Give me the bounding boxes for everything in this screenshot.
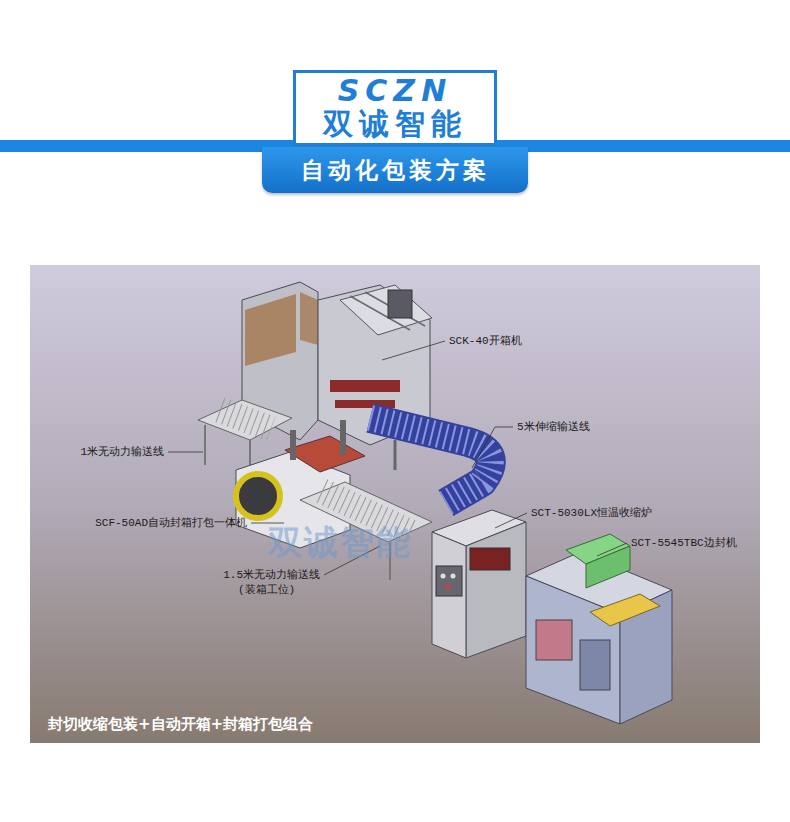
callout-label: 1米无动力输送线 [80, 445, 164, 459]
callout-label: SCK-40开箱机 [449, 334, 522, 348]
leader-line [472, 427, 513, 468]
sealer-door [580, 640, 610, 690]
sealer-post [290, 430, 296, 460]
sealer-belt [285, 436, 365, 472]
control-panel [436, 566, 462, 596]
heading-text: 自动化包装方案 [288, 155, 502, 185]
case-erector-panel [245, 294, 296, 366]
case-erector-panel [300, 292, 318, 345]
callout-label: SCT-5030LX恒温收缩炉 [531, 506, 652, 520]
callout-label: 5米伸缩输送线 [517, 420, 590, 434]
film-box [586, 546, 630, 588]
leader-line [495, 513, 527, 528]
leader-line [168, 452, 203, 453]
case-magazine [340, 285, 432, 335]
leg [394, 440, 397, 470]
callout-label: SCT-5545TBC边封机 [631, 536, 737, 550]
shrink-tunnel-side [466, 522, 526, 658]
leader-line [382, 341, 445, 360]
caption: 封切收缩包装+自动开箱+封箱打包组合 [48, 714, 313, 734]
leader-lines [168, 341, 627, 575]
sealer-window [536, 620, 572, 660]
body-text: 双诚智能 [310, 107, 480, 141]
conveyor-rollers [220, 410, 271, 429]
tunnel-opening [470, 548, 510, 570]
callout-note: (装箱工位) [238, 583, 295, 597]
button [451, 574, 456, 579]
heading-text: SCZN [310, 75, 480, 107]
side-sealer-front [526, 576, 620, 724]
button [446, 585, 451, 590]
control-screen [388, 290, 412, 318]
callout-label: SCF-50AD自动封箱打包一体机 [95, 516, 247, 530]
leader-line [597, 543, 627, 556]
illustration-panel [30, 265, 760, 743]
conveyor-rollers [370, 418, 491, 503]
telescopic-conveyor [370, 418, 491, 503]
sealer-post [340, 420, 346, 455]
logo-box: SCZN双诚智能 [293, 70, 497, 146]
button [441, 574, 446, 579]
leg [204, 425, 206, 465]
shrink-tunnel-front [432, 532, 466, 658]
belt [330, 380, 400, 392]
strap-coil [236, 474, 280, 518]
callout-label: 1.5米无动力输送线 [223, 568, 320, 582]
title-tab: 自动化包装方案 [262, 147, 528, 193]
sealer-tray [590, 594, 660, 626]
watermark: 双诚智能 [268, 522, 412, 562]
roller-conveyor [198, 400, 292, 440]
